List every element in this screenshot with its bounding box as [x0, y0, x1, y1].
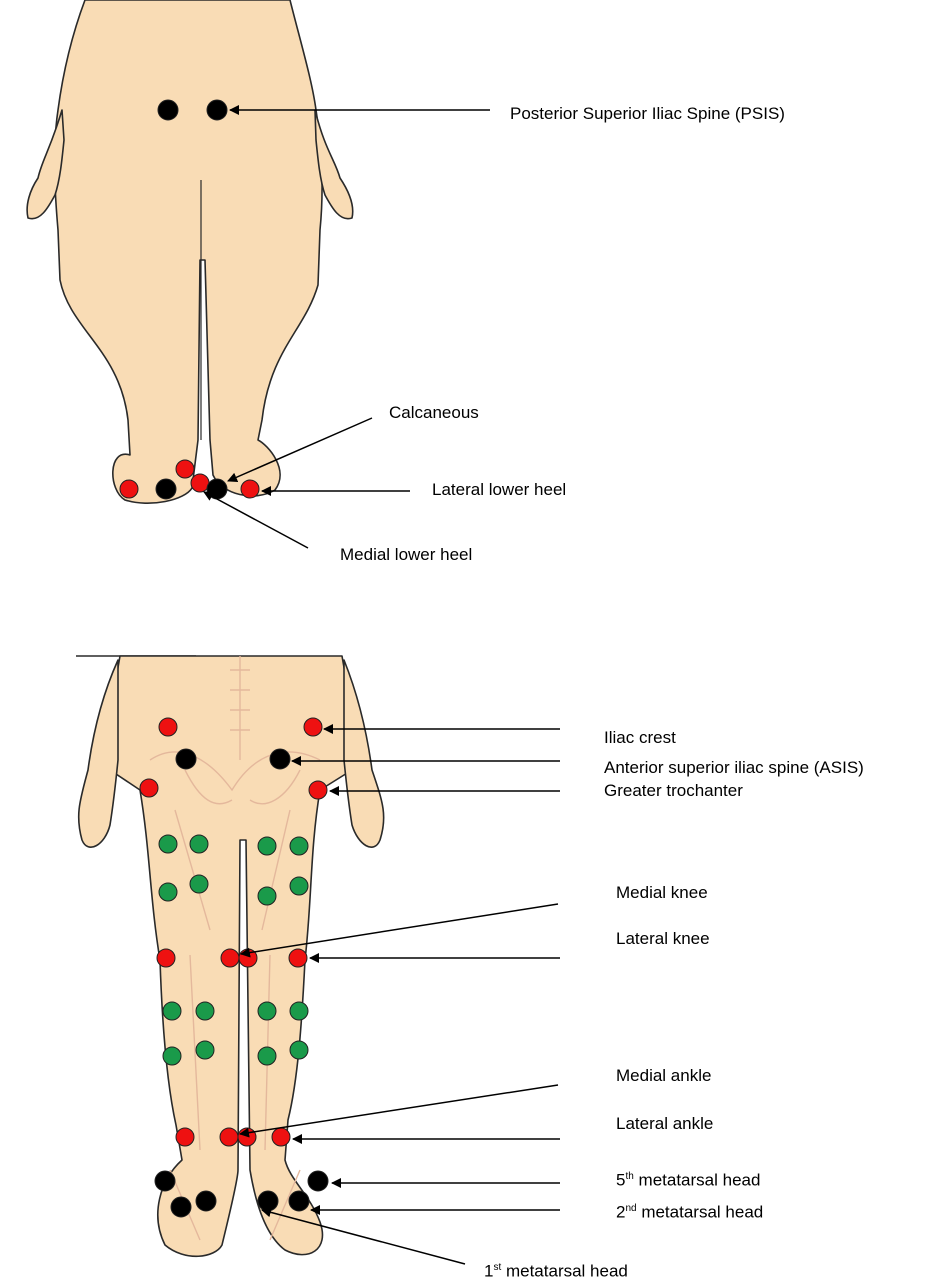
marker-thigh-cluster	[159, 883, 177, 901]
posterior-body-figure	[27, 0, 353, 503]
marker-iliac-crest-right	[304, 718, 322, 736]
marker-trochanter-right	[309, 781, 327, 799]
label-2nd-metatarsal-head: 2nd metatarsal head	[616, 1199, 763, 1223]
label-calcaneous: Calcaneous	[389, 403, 479, 423]
marker-ankle-lateral-right	[272, 1128, 290, 1146]
marker-shank-cluster	[290, 1041, 308, 1059]
label-text: metatarsal head	[501, 1262, 628, 1281]
marker-thigh-cluster	[258, 837, 276, 855]
marker-knee-lateral-right	[289, 949, 307, 967]
marker-psis-left	[158, 100, 178, 120]
marker-heel-medial	[191, 474, 209, 492]
label-iliac-crest: Iliac crest	[604, 728, 676, 748]
marker-5th-metatarsal-left	[155, 1171, 175, 1191]
label-5th-metatarsal-head: 5th metatarsal head	[616, 1167, 760, 1191]
ordinal-suffix: nd	[625, 1203, 636, 1214]
marker-thigh-cluster	[190, 875, 208, 893]
label-1st-metatarsal-head: 1st metatarsal head	[484, 1258, 628, 1282]
label-lateral-knee: Lateral knee	[616, 929, 710, 949]
label-medial-knee: Medial knee	[616, 883, 708, 903]
marker-thigh-cluster	[290, 877, 308, 895]
label-medial-lower-heel: Medial lower heel	[340, 545, 472, 565]
label-lateral-ankle: Lateral ankle	[616, 1114, 713, 1134]
marker-heel-lateral-left	[120, 480, 138, 498]
label-text: metatarsal head	[637, 1203, 764, 1222]
label-lateral-lower-heel: Lateral lower heel	[432, 480, 566, 500]
marker-5th-metatarsal-right	[308, 1171, 328, 1191]
marker-asis-left	[176, 749, 196, 769]
marker-2nd-metatarsal-right	[289, 1191, 309, 1211]
label-medial-ankle: Medial ankle	[616, 1066, 711, 1086]
marker-knee-medial-left	[221, 949, 239, 967]
marker-thigh-cluster	[190, 835, 208, 853]
label-asis: Anterior superior iliac spine (ASIS)	[604, 758, 864, 778]
marker-trochanter-left	[140, 779, 158, 797]
ordinal-suffix: th	[625, 1171, 633, 1182]
marker-shank-cluster	[196, 1041, 214, 1059]
label-text: metatarsal head	[634, 1171, 761, 1190]
marker-knee-lateral-left	[157, 949, 175, 967]
marker-shank-cluster	[258, 1002, 276, 1020]
marker-ankle-lateral-left	[176, 1128, 194, 1146]
label-psis: Posterior Superior Iliac Spine (PSIS)	[510, 104, 785, 124]
marker-asis-right	[270, 749, 290, 769]
marker-thigh-cluster	[290, 837, 308, 855]
marker-thigh-cluster	[159, 835, 177, 853]
marker-heel-upper	[176, 460, 194, 478]
marker-thigh-cluster	[258, 887, 276, 905]
marker-iliac-crest-left	[159, 718, 177, 736]
marker-ankle-medial-left	[220, 1128, 238, 1146]
marker-shank-cluster	[290, 1002, 308, 1020]
label-greater-trochanter: Greater trochanter	[604, 781, 743, 801]
marker-shank-cluster	[163, 1047, 181, 1065]
marker-calcaneous-left	[156, 479, 176, 499]
marker-2nd-metatarsal-left	[171, 1197, 191, 1217]
marker-shank-cluster	[196, 1002, 214, 1020]
marker-heel-lateral-right	[241, 480, 259, 498]
marker-shank-cluster	[258, 1047, 276, 1065]
arrow-medial-lower-heel	[204, 492, 308, 548]
marker-ankle-medial-right	[238, 1128, 256, 1146]
marker-1st-metatarsal-right	[258, 1191, 278, 1211]
marker-shank-cluster	[163, 1002, 181, 1020]
marker-psis-right	[207, 100, 227, 120]
marker-1st-metatarsal-left	[196, 1191, 216, 1211]
